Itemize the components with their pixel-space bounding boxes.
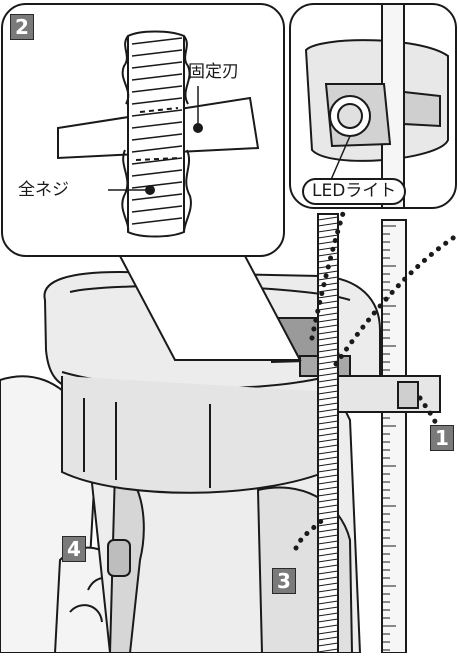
full-thread-label: 全ネジ bbox=[18, 180, 69, 200]
rod-thread-line bbox=[317, 600, 339, 605]
rod-thread-line bbox=[317, 330, 339, 335]
zoom-thread-line bbox=[131, 217, 183, 225]
rod-thread-line bbox=[317, 234, 339, 239]
rod-thread-line bbox=[317, 270, 339, 275]
step-badge-2: 2 bbox=[10, 14, 34, 40]
rod-thread-line bbox=[317, 228, 339, 233]
rod-thread-line bbox=[317, 528, 339, 533]
rod-thread-line bbox=[317, 336, 339, 341]
rod-thread-line bbox=[317, 582, 339, 587]
rod-thread-line bbox=[317, 426, 339, 431]
rod-thread-line bbox=[317, 558, 339, 563]
rod-thread-line bbox=[317, 222, 339, 227]
step-badge-4: 4 bbox=[62, 536, 86, 562]
rod-thread-line bbox=[317, 360, 339, 365]
rod-thread-line bbox=[317, 552, 339, 557]
rod-thread-line bbox=[317, 636, 339, 641]
rod-thread-line bbox=[317, 252, 339, 257]
rod-thread-line bbox=[317, 570, 339, 575]
rod-thread-line bbox=[317, 378, 339, 383]
rod-thread-line bbox=[317, 474, 339, 479]
step-badge-3: 3 bbox=[272, 568, 296, 594]
rod-thread-line bbox=[317, 546, 339, 551]
dotted-leaders bbox=[293, 207, 458, 551]
rod-thread-line bbox=[317, 462, 339, 467]
rod-thread-line bbox=[317, 486, 339, 491]
rod-thread-line bbox=[317, 438, 339, 443]
zoom-thread-line bbox=[131, 97, 183, 105]
zoom-thread-line bbox=[131, 181, 183, 189]
rod-thread-line bbox=[317, 366, 339, 371]
rod-thread-line bbox=[317, 444, 339, 449]
rod-thread-line bbox=[317, 402, 339, 407]
rod-thread-line bbox=[317, 414, 339, 419]
rod-thread-line bbox=[317, 396, 339, 401]
rod-thread-line bbox=[317, 480, 339, 485]
rod-thread-line bbox=[317, 294, 339, 299]
zoom-thread-line bbox=[131, 133, 183, 141]
threaded-rod bbox=[317, 213, 339, 654]
rod-thread-line bbox=[317, 432, 339, 437]
rod-thread-line bbox=[317, 642, 339, 647]
rod-thread-line bbox=[317, 372, 339, 377]
step-badge-1: 1 bbox=[430, 425, 454, 451]
zoom-thread-line bbox=[131, 109, 183, 117]
rod-thread-line bbox=[317, 576, 339, 581]
rod-thread-line bbox=[317, 282, 339, 287]
rod-thread-line bbox=[317, 612, 339, 617]
rod-thread-line bbox=[317, 468, 339, 473]
zoom-inset-blade bbox=[1, 3, 302, 361]
rod-thread-line bbox=[317, 216, 339, 221]
rod-thread-line bbox=[317, 456, 339, 461]
led-light-label: LEDライト bbox=[302, 178, 407, 205]
zoom-thread-line bbox=[131, 205, 183, 213]
rod-thread-line bbox=[317, 258, 339, 263]
rod-thread-line bbox=[317, 384, 339, 389]
rod-thread-line bbox=[317, 648, 339, 653]
zoom-thread-line bbox=[131, 85, 183, 93]
zoom-thread-line bbox=[131, 193, 183, 201]
zoom-thread-line bbox=[131, 121, 183, 129]
rod-thread-line bbox=[317, 324, 339, 329]
rod-thread-line bbox=[317, 450, 339, 455]
zoom-thread-line bbox=[131, 37, 183, 45]
rod-thread-line bbox=[317, 348, 339, 353]
zoom-inset-led bbox=[289, 3, 457, 209]
rod-thread-line bbox=[317, 522, 339, 527]
rod-thread-line bbox=[317, 408, 339, 413]
rod-thread-line bbox=[317, 312, 339, 317]
rod-thread-line bbox=[317, 342, 339, 347]
rod-thread-line bbox=[317, 306, 339, 311]
rod-thread-line bbox=[317, 510, 339, 515]
rod-thread-line bbox=[317, 564, 339, 569]
rod-thread-line bbox=[317, 390, 339, 395]
rod-thread-line bbox=[317, 594, 339, 599]
fixed-blade-label: 固定刃 bbox=[188, 62, 239, 82]
rod-thread-line bbox=[317, 540, 339, 545]
rod-thread-line bbox=[317, 624, 339, 629]
zoom-thread-line bbox=[131, 49, 183, 57]
rod-thread-line bbox=[317, 498, 339, 503]
rod-thread-line bbox=[317, 354, 339, 359]
trigger-switch bbox=[107, 539, 131, 577]
rod-thread-line bbox=[317, 606, 339, 611]
rod-thread-line bbox=[317, 534, 339, 539]
zoom-thread-line bbox=[131, 73, 183, 81]
rod-thread-line bbox=[317, 492, 339, 497]
zoom-thread-line bbox=[131, 61, 183, 69]
rod-thread-line bbox=[317, 318, 339, 323]
zoom-thread-line bbox=[131, 169, 183, 177]
rod-thread-line bbox=[317, 630, 339, 635]
rod-thread-line bbox=[317, 588, 339, 593]
zoom-thread-line bbox=[131, 145, 183, 153]
rod-thread-line bbox=[317, 420, 339, 425]
rod-thread-line bbox=[317, 504, 339, 509]
rod-thread-line bbox=[317, 618, 339, 623]
rod-thread-line bbox=[317, 276, 339, 281]
